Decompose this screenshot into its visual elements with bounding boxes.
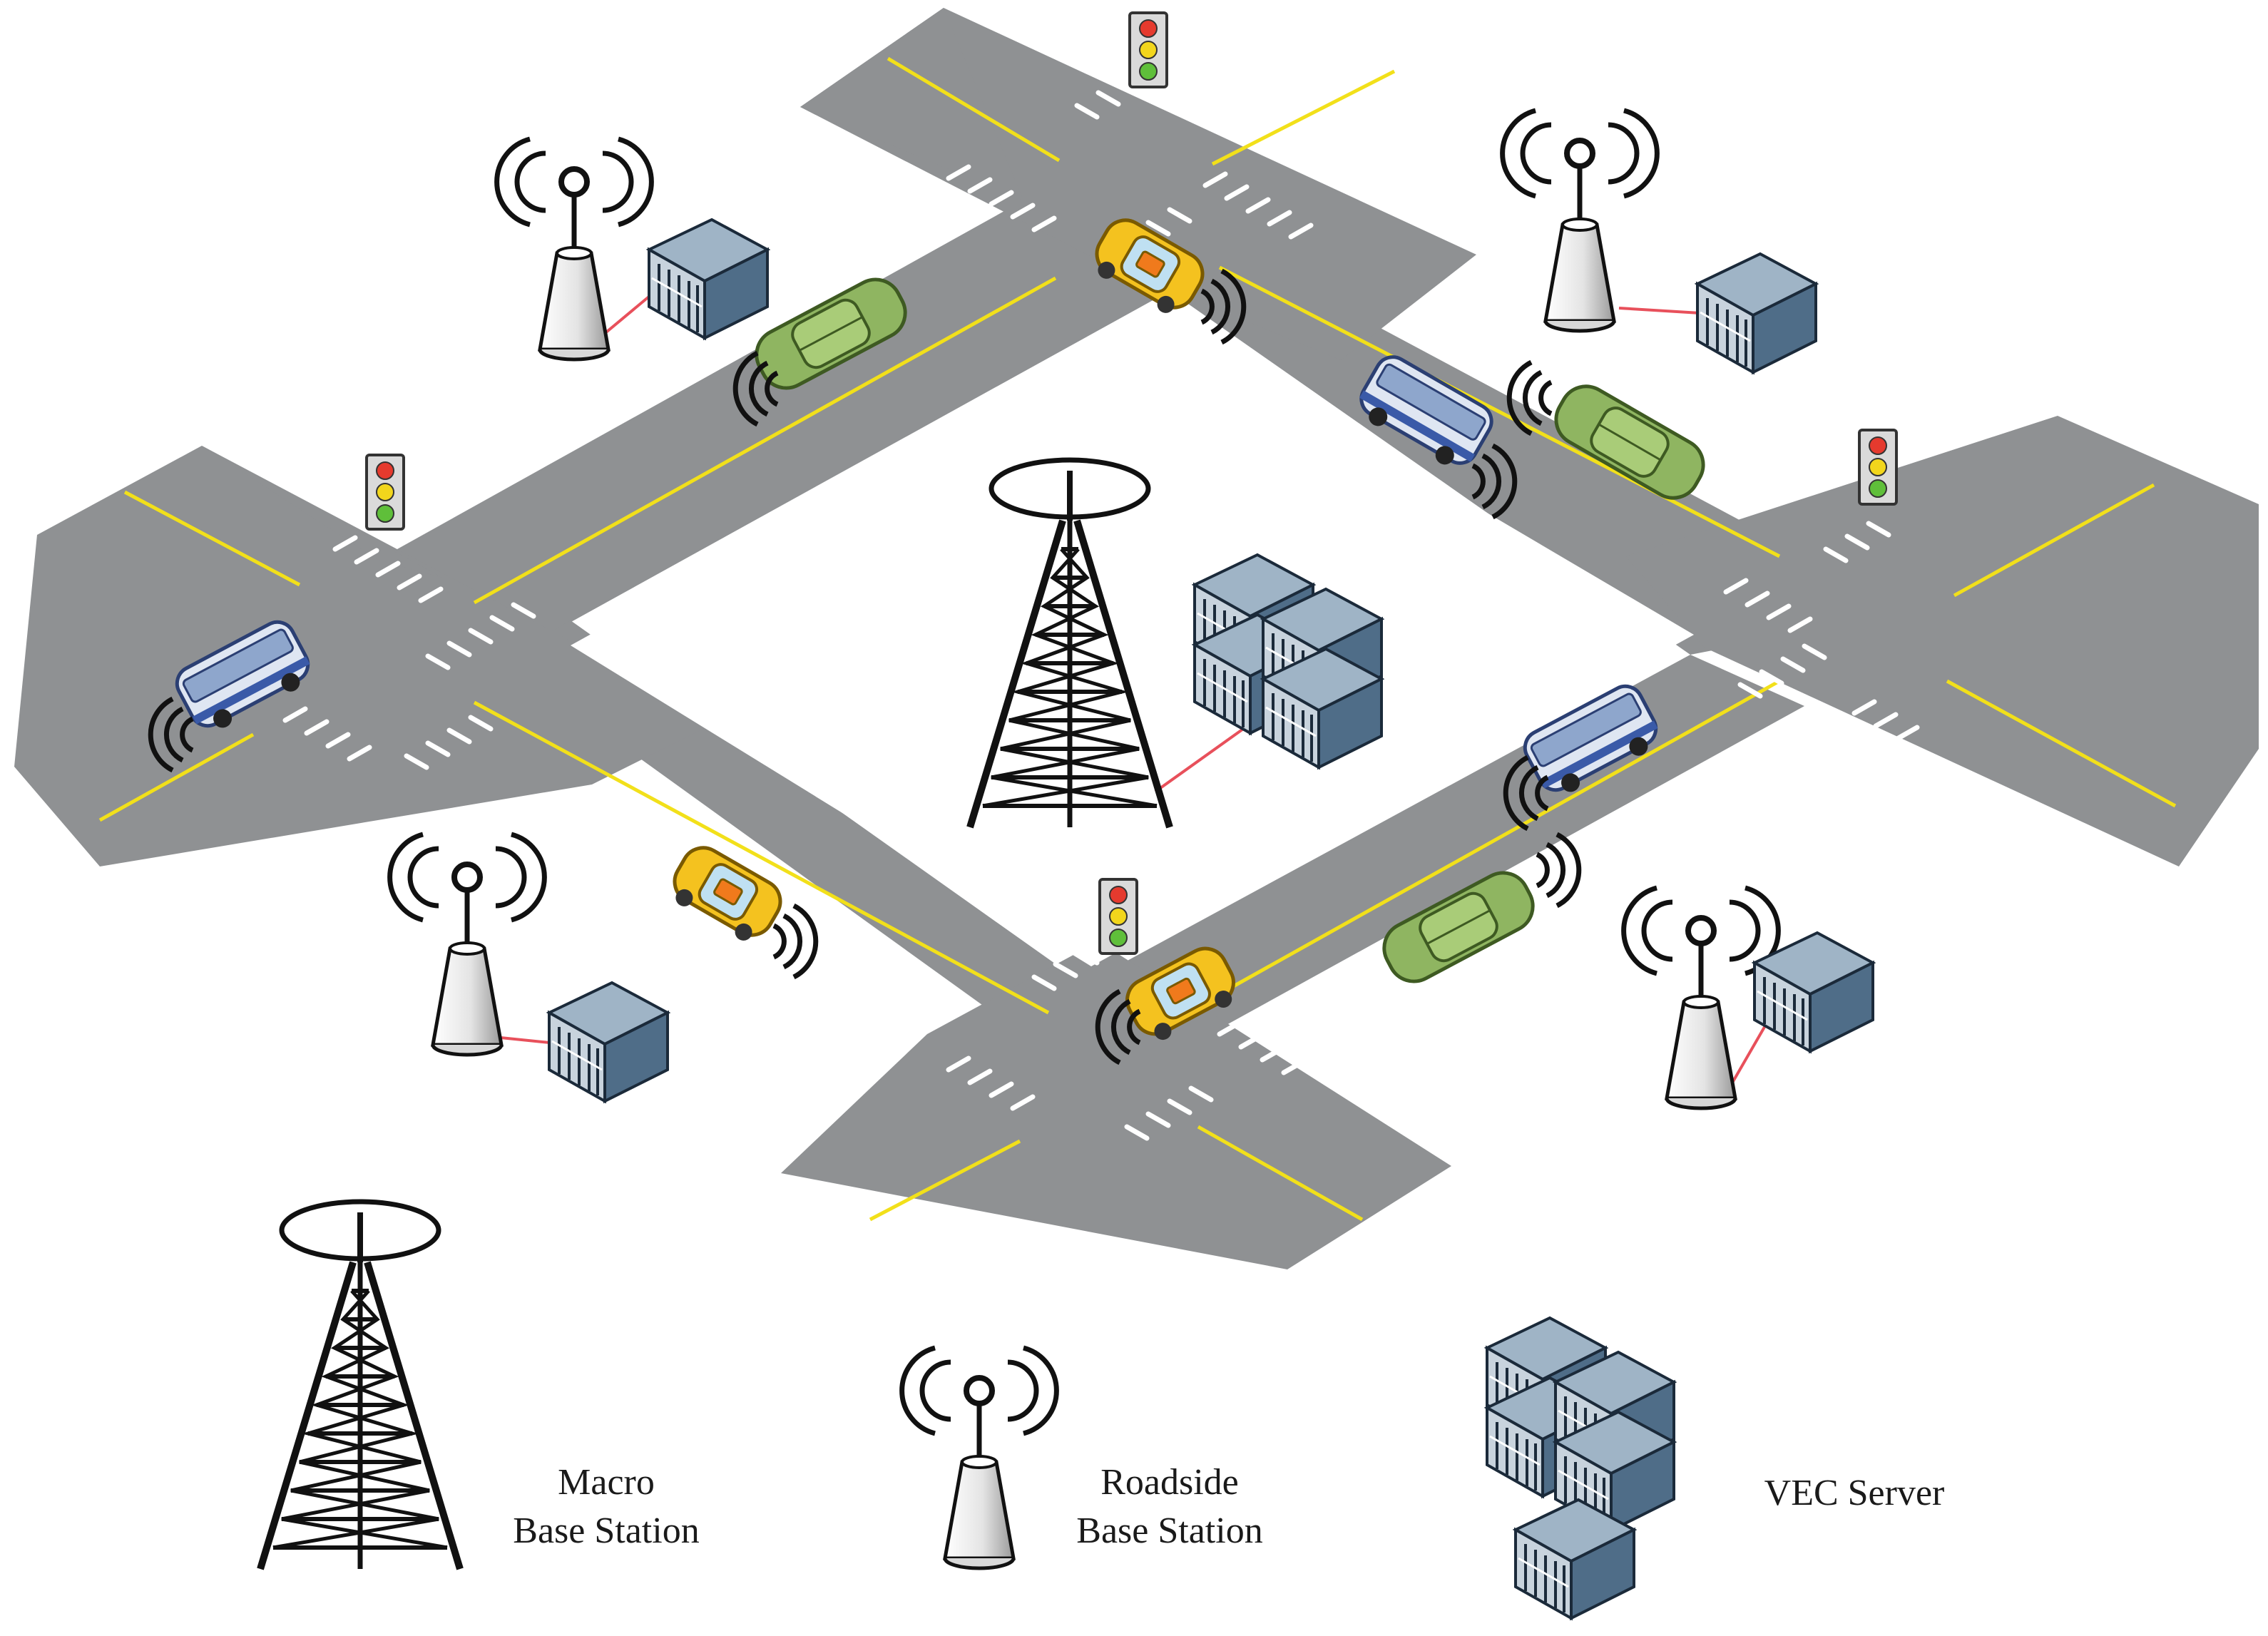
inner-plaza	[571, 319, 1694, 966]
roadside-antenna-icon	[390, 834, 545, 1055]
roadside-antenna-icon	[1503, 111, 1657, 331]
road-intersection-bottom	[781, 941, 1451, 1269]
road-intersection-right	[1626, 416, 2259, 866]
traffic-light-icon	[1128, 11, 1168, 88]
legend-macro-line1: Macro	[558, 1462, 655, 1503]
wireless-wave-icon	[774, 906, 816, 977]
server-icon	[1696, 252, 1817, 374]
legend-roadside-line1: Roadside	[1100, 1462, 1239, 1503]
lane-markings	[98, 56, 2177, 1222]
taxi-icon	[663, 840, 788, 949]
road-segment	[202, 446, 442, 578]
roadside-antenna-icon	[497, 139, 652, 359]
legend-roadside-line2: Base Station	[1076, 1510, 1263, 1551]
legend-macro-tower-icon	[260, 1202, 460, 1569]
legend-macro-label: Macro Base Station	[464, 1458, 749, 1555]
legend-server-line1: VEC Server	[1764, 1473, 1945, 1513]
traffic-light-icon	[365, 454, 405, 531]
legend-server-label: VEC Server	[1712, 1469, 1997, 1518]
legend-macro-line2: Base Station	[513, 1510, 700, 1551]
legend-server-stack-icon	[1487, 1318, 1674, 1530]
traffic-light-icon	[1858, 429, 1898, 506]
road-network	[14, 8, 2259, 1269]
road-intersection-left	[14, 446, 720, 866]
legend-roadside-label: Roadside Base Station	[1027, 1458, 1312, 1555]
server-icon	[648, 218, 769, 339]
server-icon	[548, 981, 669, 1103]
traffic-light-icon	[1098, 878, 1138, 955]
road-segment	[800, 8, 1023, 200]
